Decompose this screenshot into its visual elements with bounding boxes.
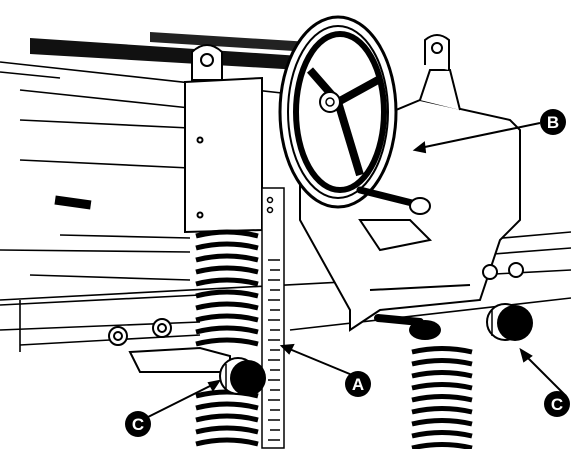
- callout-c-right-label: C: [551, 395, 563, 414]
- callout-b-label: B: [547, 113, 559, 132]
- bolt-heads-right: [482, 262, 524, 280]
- right-lock-knob[interactable]: [486, 303, 533, 341]
- handwheel[interactable]: [278, 15, 431, 215]
- left-lock-bracket: [128, 346, 231, 373]
- callout-c-left-label: C: [132, 415, 144, 434]
- callout-a: A: [345, 371, 371, 397]
- gib-lock-handle[interactable]: [374, 314, 441, 340]
- right-column-spring: [411, 346, 473, 449]
- feed-roller: [30, 32, 310, 70]
- callout-b: B: [540, 109, 566, 135]
- depth-scale: [261, 187, 285, 449]
- left-column-housing: [184, 44, 263, 234]
- callout-c-left: C: [125, 411, 151, 437]
- callout-c-right: C: [544, 391, 570, 417]
- bolt-heads-left: [108, 318, 172, 346]
- leader-lines: [145, 122, 567, 419]
- left-lock-knob[interactable]: [219, 357, 266, 396]
- left-column-spring: [195, 229, 259, 447]
- table-slot-mark: [54, 195, 92, 210]
- callout-a-label: A: [352, 375, 364, 394]
